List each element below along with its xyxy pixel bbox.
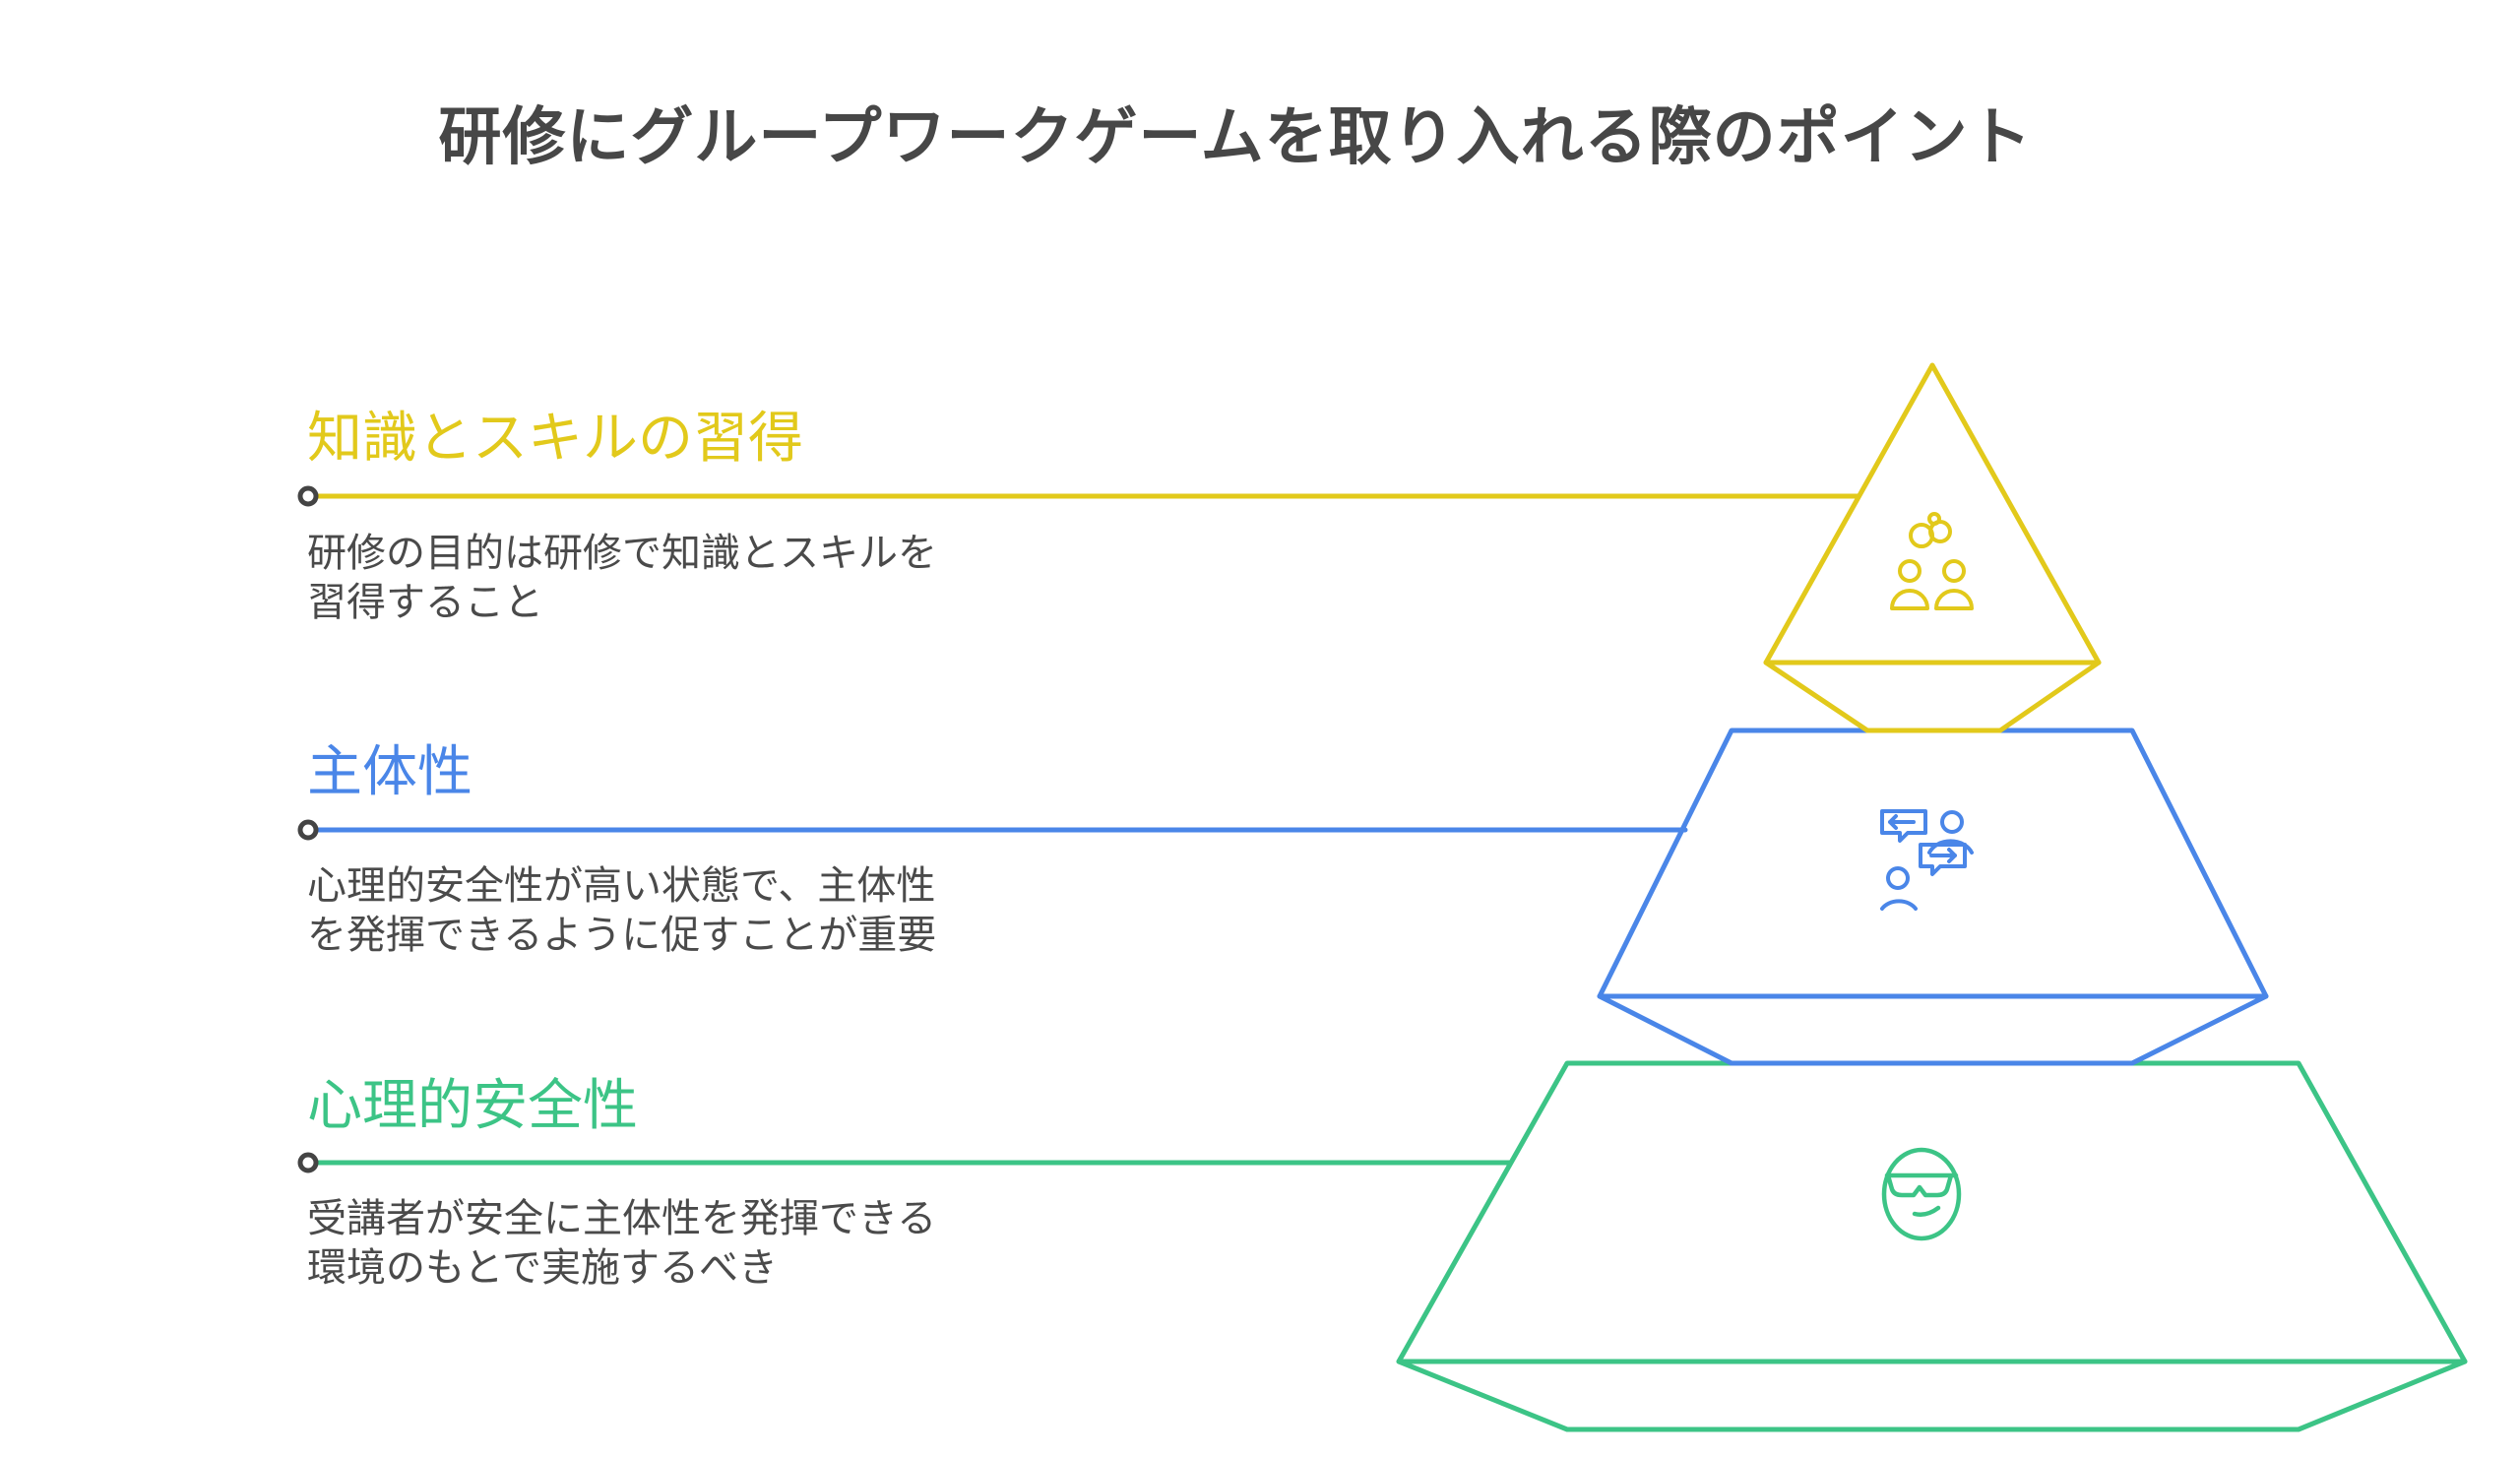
description-line: 環境のもとで実施するべき <box>307 1245 778 1291</box>
level-3-heading: 心理的安全性 <box>307 1074 638 1138</box>
level-2-description: 心理的安全性が高い状態で、主体性 を発揮できるように促すことが重要 <box>307 861 936 960</box>
people-exchange-icon <box>1880 809 1974 911</box>
connector-dot-1 <box>297 485 319 507</box>
pyramid-level-1 <box>1763 362 2102 733</box>
cool-face-icon <box>1881 1147 1962 1241</box>
level-3-description: 受講者が安全に主体性を発揮できる 環境のもとで実施するべき <box>307 1194 936 1293</box>
pyramid-level-2 <box>1597 728 2269 1066</box>
connector-dot-3 <box>297 1152 319 1173</box>
level-2-heading: 主体性 <box>307 740 472 804</box>
level-1-heading: 知識とスキルの習得 <box>307 407 803 471</box>
description-line: 受講者が安全に主体性を発揮できる <box>307 1196 937 1241</box>
description-line: 心理的安全性が高い状態で、主体性 <box>307 863 936 909</box>
connector-dot-2 <box>297 819 319 841</box>
pyramid-level-3 <box>1396 1060 2468 1432</box>
description-line: 研修の目的は研修で知識とスキルを <box>307 531 937 576</box>
description-line: を発揮できるように促すことが重要 <box>307 913 937 958</box>
team-learning-icon <box>1890 512 1974 610</box>
description-line: 習得すること <box>307 580 543 625</box>
page-title: 研修にグループワークゲームを取り入れる際のポイント <box>438 101 2033 174</box>
level-1-description: 研修の目的は研修で知識とスキルを 習得すること <box>307 529 937 627</box>
